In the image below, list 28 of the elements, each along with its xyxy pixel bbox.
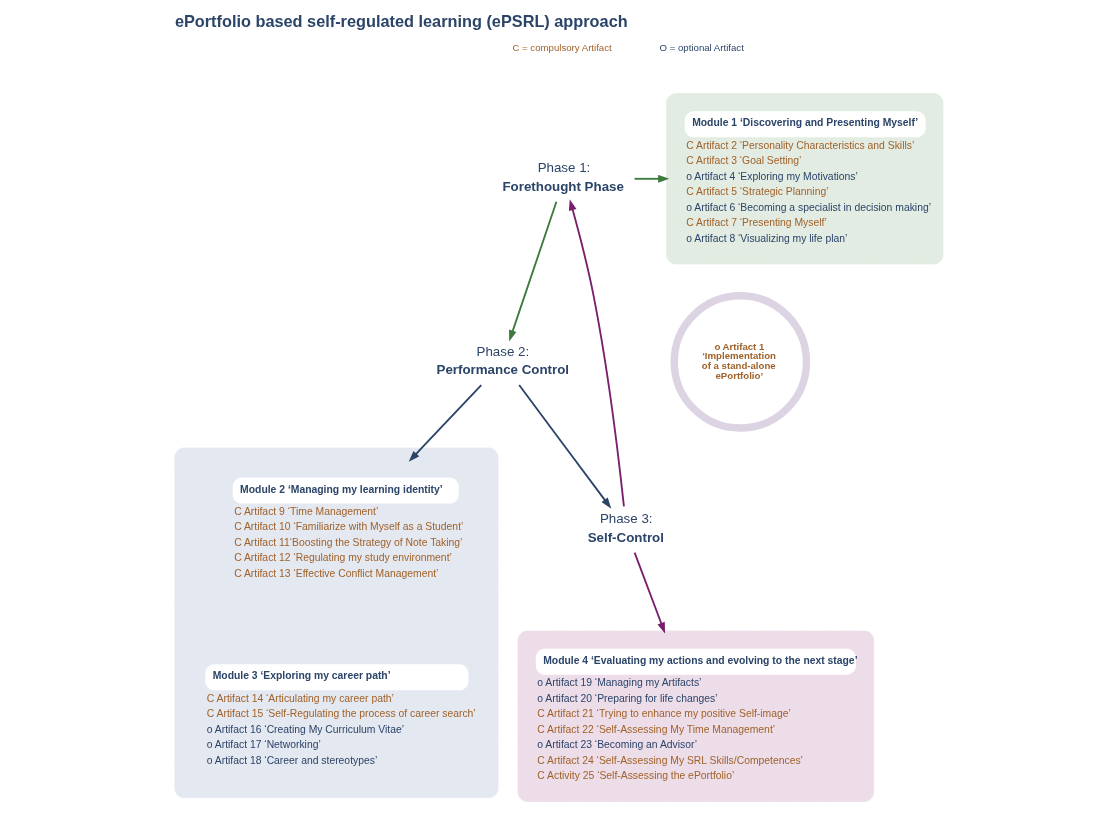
node-box: Module 4 ‘Evaluating my actions and evolving to the next stage’ o Artifact 19 ‘Managing my Artifacts’ o Artifact 20 ‘Preparing for life changes’ C Artifact 21 ‘Trying to enhance my positive Self-image’ C Artifact 22 ‘Self-Assessing My Time Management’ o Artifact 23 ‘Becoming an Advisor’ C Artifact 24 ‘Self-Assessing My SRL Skills/Competences’ C Activity 25 ‘Self-Assessing the ePortfolio’ — [517, 630, 875, 802]
arrow — [633, 174, 670, 183]
cluster — [174, 447, 499, 799]
arrow — [518, 384, 612, 509]
arrow — [568, 199, 625, 508]
node-label: C Artifact 13 ‘Effective Conflict Management’ — [234, 568, 439, 580]
node-label: o Artifact 17 ‘Networking’ — [206, 739, 321, 751]
node-box: Module 2 ‘Managing my learning identity’ — [232, 477, 459, 504]
node-label: C Artifact 11‘Boosting the Strategy of Note Taking’ — [234, 536, 463, 548]
label: C = compulsory Artifact — [512, 41, 612, 53]
node-label: o Artifact 18 ‘Career and stereotypes’ — [206, 754, 378, 766]
node-box: Module 3 ‘Exploring my career path’ — [205, 664, 469, 691]
arrow — [408, 384, 483, 462]
diagram-title: ePortfolio based self-regulated learning (ePSRL) approach — [174, 11, 628, 30]
node-box: Module 1 ‘Discovering and Presenting Myself’ C Artifact 2 ‘Personality Characteristics and Skills’ C Artifact 3 ‘Goal Setting’ o Artifact 4 ‘Exploring my Motivations’ C Artifact 5 ‘Strategic Planning’ o Artifact 6 ‘Becoming a specialist in decision making’ C Artifact 7 ‘Presenting Myself’ o Artifact 8 ‘Visualizing my life plan’ — [666, 93, 944, 265]
arrow — [509, 200, 558, 342]
node-circle: o Artifact 1 ‘Implementation of a stand-alone ePortfolio’ — [670, 292, 811, 432]
node-label: o Artifact 16 ‘Creating My Curriculum Vitae’ — [206, 723, 405, 735]
node-label: C Artifact 15 ‘Self-Regulating the process of career search’ — [206, 708, 476, 720]
node-label: C Artifact 10 ‘Familiarize with Myself as a Student’ — [234, 521, 464, 533]
arrow — [633, 551, 666, 634]
label: O = optional Artifact — [659, 41, 744, 53]
node-label: C Artifact 14 ‘Articulating my career path’ — [206, 692, 394, 704]
node-text: Phase 2: Performance Control — [436, 343, 570, 378]
node-label: C Artifact 12 ‘Regulating my study environment’ — [234, 552, 452, 564]
node-text: Phase 3: Self-Control — [587, 511, 664, 545]
node-label: C Artifact 9 ‘Time Management’ — [234, 505, 379, 517]
node-text: Phase 1: Forethought Phase — [502, 160, 624, 194]
